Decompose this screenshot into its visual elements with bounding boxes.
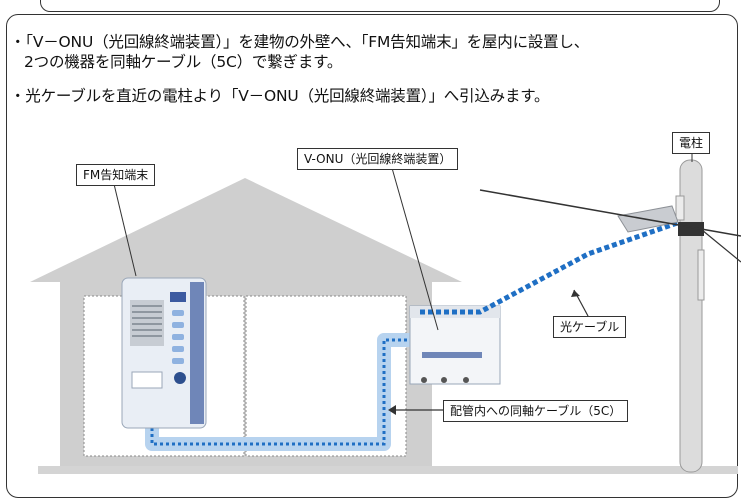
bullet-fiber: ・光ケーブルを直近の電柱より「V－ONU（光回線終端装置）」へ引込みます。 [10,87,550,105]
arrow-coax [388,405,396,415]
label-v-onu: V-ONU（光回線終端装置） [297,148,459,170]
house-roof [30,178,462,300]
label-pole: 電柱 [672,132,711,154]
fiber-cable [420,219,681,315]
bullet-installation-cont: 2つの機器を同軸ケーブル（5C）で繋ぎます。 [24,53,343,71]
label-fiber-cable: 光ケーブル [553,316,627,338]
v-onu-device [409,305,501,385]
label-coax-cable: 配管内への同軸ケーブル（5C） [443,400,629,422]
coax-cable [150,338,416,446]
fm-terminal-device [121,277,207,429]
bullet-installation: ・「V－ONU（光回線終端装置）」を建物の外壁へ、「FM告知端末」を屋内に設置し… [10,33,590,51]
leader-onu [391,167,439,331]
ground [38,466,738,474]
leader-fm [113,183,137,277]
utility-pole [479,159,741,473]
label-fm-terminal: FM告知端末 [76,164,156,186]
arrow-fiber [571,290,580,297]
